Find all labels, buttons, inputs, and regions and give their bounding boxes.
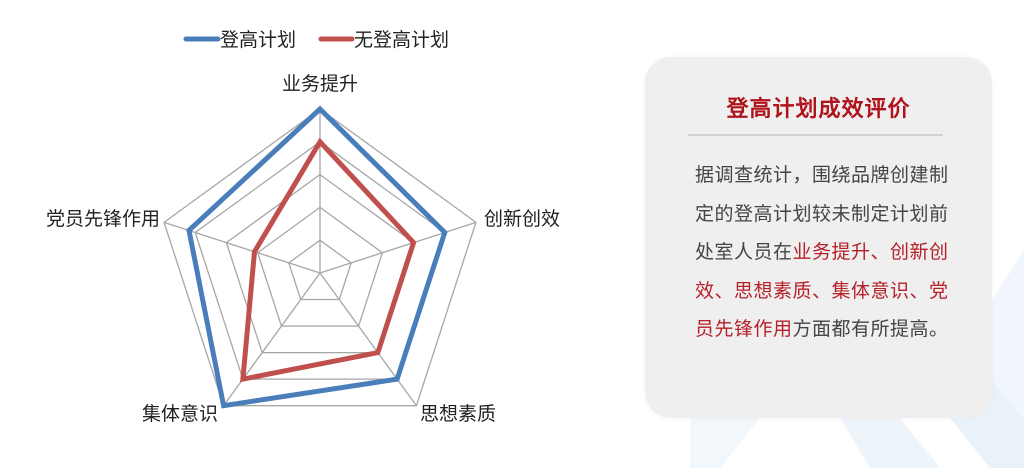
panel-divider <box>688 134 943 136</box>
grid-ring-2 <box>256 206 384 327</box>
axis-labels: 业务提升 创新创效 思想素质 集体意识 党员先锋作用 <box>46 73 560 425</box>
evaluation-panel: 登高计划成效评价 据调查统计，围绕品牌创建制定的登高计划较未制定计划前处室人员在… <box>645 57 992 418</box>
legend-label-1: 无登高计划 <box>354 29 449 51</box>
legend-item-1[interactable]: 无登高计划 <box>318 29 449 51</box>
axis-label-innovation: 创新创效 <box>484 208 560 230</box>
grid-spoke-2 <box>319 272 417 407</box>
radar-series <box>186 105 448 409</box>
grid-ring-5 <box>163 108 477 407</box>
grid-spoke-3 <box>223 272 321 407</box>
axis-label-ideology: 思想素质 <box>420 403 496 425</box>
axis-label-collective: 集体意识 <box>142 403 218 425</box>
grid-spoke-1 <box>319 221 477 274</box>
body-text-highlight: 业务提升、创新创效、思想素质、集体意识、党员先锋作用 <box>695 241 949 340</box>
grid-ring-3 <box>225 173 415 354</box>
radar-chart: 登高计划 无登高计划 业务提升 创新创效 思想素质 集体意识 党员先锋作用 <box>46 29 560 425</box>
panel-body-text: 据调查统计，围绕品牌创建制定的登高计划较未制定计划前处室人员在业务提升、创新创效… <box>695 156 957 349</box>
grid-ring-4 <box>194 140 446 380</box>
legend-label-0: 登高计划 <box>220 29 296 51</box>
body-text-intro: 据调查统计，围绕品牌创建制定的登高计划较未制定计划前处室人员在 <box>695 164 949 263</box>
radar-grid <box>163 108 477 407</box>
axis-label-business: 业务提升 <box>282 73 358 95</box>
series-line-0 <box>186 105 448 409</box>
chart-legend: 登高计划 无登高计划 <box>183 29 449 51</box>
grid-ring-1 <box>288 239 352 301</box>
series-line-1 <box>240 137 417 383</box>
legend-item-0[interactable]: 登高计划 <box>183 29 296 51</box>
body-text-outro: 方面都有所提高。 <box>792 318 949 340</box>
panel-title: 登高计划成效评价 <box>726 97 911 122</box>
axis-label-party-member: 党员先锋作用 <box>46 208 160 230</box>
